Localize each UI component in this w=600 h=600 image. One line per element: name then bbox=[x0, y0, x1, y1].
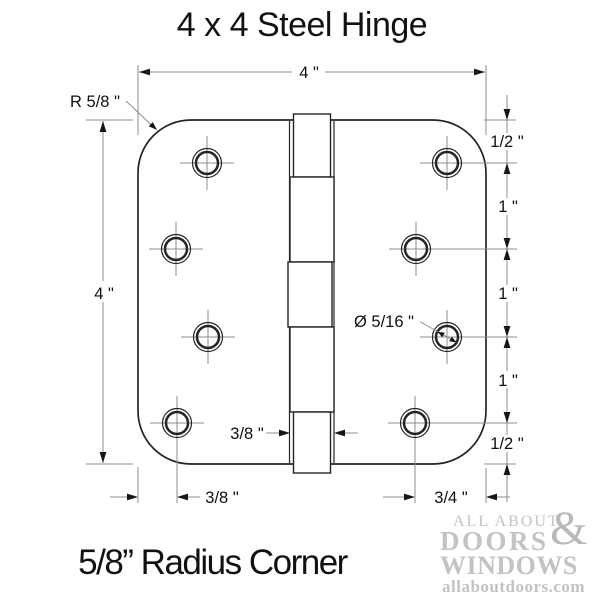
hinge-barrel bbox=[287, 113, 335, 474]
screw-hole bbox=[181, 310, 235, 364]
right-spacing-dim-label-2: 1 " bbox=[498, 285, 518, 303]
knuckle bbox=[289, 176, 335, 263]
screw-hole bbox=[389, 222, 517, 276]
screw-holes bbox=[149, 136, 517, 503]
screw-hole bbox=[149, 222, 203, 276]
logo-ampersand: & bbox=[550, 502, 588, 555]
screw-hole bbox=[420, 136, 517, 190]
corner-radius-label: R 5/8 " bbox=[70, 93, 120, 111]
bottom-right-offset-dim-label: 3/4 " bbox=[434, 489, 468, 507]
dim-top-width: 4 " bbox=[137, 62, 487, 135]
dim-bottom-right-offset: 3/4 " bbox=[383, 468, 510, 507]
hole-diameter-callout: Ø 5/16 " bbox=[350, 311, 457, 343]
barrel-width-dim-label: 3/8 " bbox=[230, 425, 264, 443]
dim-bottom-left-offset: 3/8 " bbox=[110, 467, 239, 507]
screw-hole bbox=[388, 396, 517, 503]
dim-left-height: 4 " bbox=[86, 119, 133, 465]
logo-line-windows: WINDOWS bbox=[440, 551, 578, 580]
caption-text: 5/8” Radius Corner bbox=[78, 543, 348, 582]
hole-diameter-label: Ø 5/16 " bbox=[354, 313, 414, 331]
right-spacing-dim-label-1: 1 " bbox=[498, 198, 518, 216]
logo-url: allaboutdoors.com bbox=[442, 577, 586, 596]
logo-line-doors: DOORS bbox=[440, 526, 549, 556]
brand-logo: ALL ABOUT & DOORS WINDOWS allaboutdoors.… bbox=[440, 505, 595, 599]
knuckle bbox=[292, 411, 332, 474]
screw-hole bbox=[150, 396, 204, 503]
left-height-dim-label: 4 " bbox=[94, 285, 114, 303]
screw-hole bbox=[180, 136, 234, 190]
top-width-dim-label: 4 " bbox=[299, 64, 319, 82]
screw-hole bbox=[420, 310, 517, 364]
right-spacing-dim-label-0: 1/2 " bbox=[490, 133, 524, 151]
knuckle bbox=[287, 261, 333, 328]
dim-right-spacing-chain: 1/2 " 1 " 1 " 1 " 1/2 " bbox=[484, 95, 525, 502]
right-spacing-dim-label-4: 1/2 " bbox=[490, 435, 524, 453]
page-title: 4 x 4 Steel Hinge bbox=[176, 6, 428, 44]
corner-radius-callout: R 5/8 " bbox=[70, 93, 157, 130]
knuckle bbox=[289, 326, 335, 413]
right-spacing-dim-label-3: 1 " bbox=[498, 372, 518, 390]
logo-line-all-about: ALL ABOUT bbox=[453, 513, 560, 530]
knuckle bbox=[292, 113, 332, 178]
dim-barrel-width: 3/8 " bbox=[230, 425, 358, 443]
bottom-left-offset-dim-label: 3/8 " bbox=[205, 489, 239, 507]
